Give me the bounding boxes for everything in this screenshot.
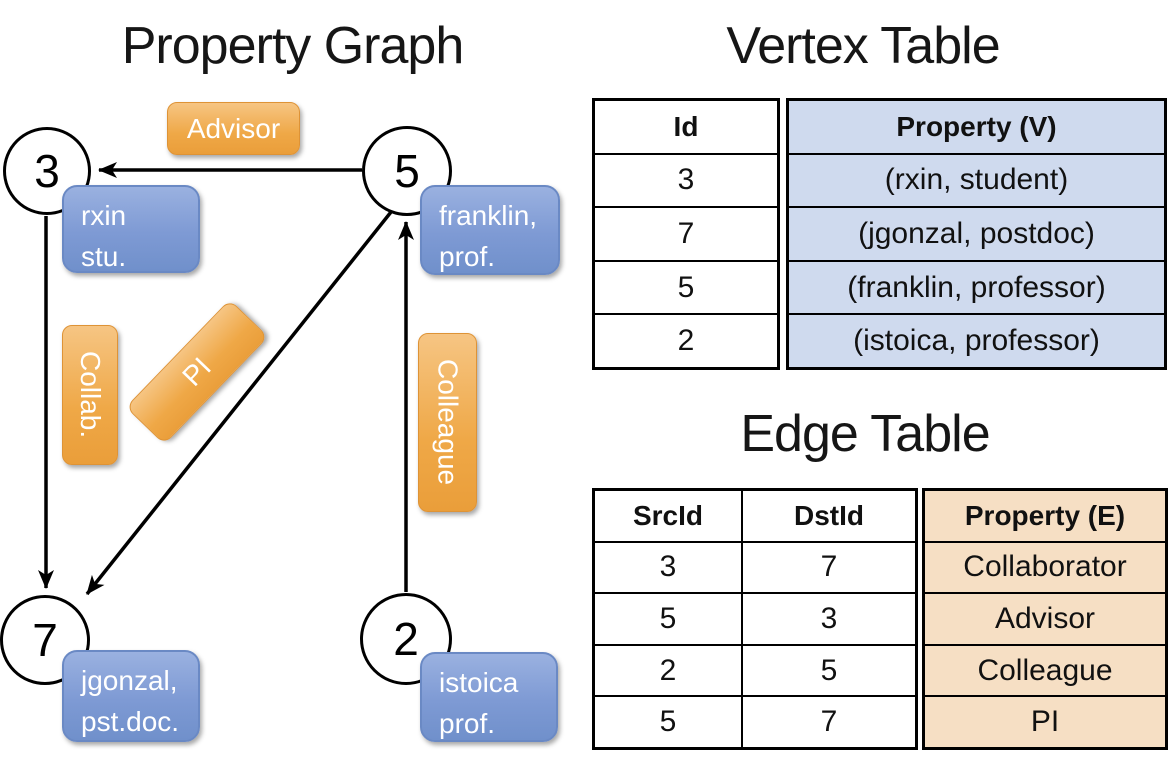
vertex-property-box-franklin: franklin, prof. xyxy=(420,185,560,275)
vertex-node-3-id: 3 xyxy=(34,145,60,197)
vertex-property-line: istoica xyxy=(439,667,519,698)
vertex-table-id-column: Id 3 7 5 2 xyxy=(592,98,780,370)
table-cell: 3 xyxy=(595,155,777,209)
table-cell: 7 xyxy=(595,208,777,262)
vertex-node-2: 2 xyxy=(360,593,452,685)
table-cell: 2 xyxy=(677,324,695,358)
table-cell: Colleague xyxy=(925,646,1165,698)
edge-table-property-column: Property (E) Collaborator Advisor Collea… xyxy=(922,488,1168,750)
table-cell: (franklin, professor) xyxy=(789,262,1164,316)
property-graph-title: Property Graph xyxy=(121,17,465,75)
edge-5-to-7 xyxy=(85,210,393,596)
table-row: 5 3 xyxy=(595,594,915,646)
edge-table-header-row: SrcId DstId xyxy=(595,491,915,543)
table-cell: 3 xyxy=(820,601,838,635)
table-row: 2 5 xyxy=(595,645,915,698)
vertex-node-2-id: 2 xyxy=(393,613,419,665)
vertex-property-line: jgonzal, xyxy=(81,665,178,696)
edge-table-dstid-header: DstId xyxy=(794,499,864,531)
vertex-table-property-column: Property (V) (rxin, student) (jgonzal, p… xyxy=(786,98,1167,370)
vertex-property-box-jgonzal: jgonzal, pst.doc. xyxy=(62,650,200,742)
graph-edges xyxy=(38,162,414,596)
vertex-table-id-header: Id xyxy=(595,101,777,155)
edge-label-colleague: Colleague xyxy=(418,333,477,512)
vertex-node-7-id: 7 xyxy=(32,614,58,666)
table-cell: 7 xyxy=(820,550,838,584)
table-cell: PI xyxy=(1030,705,1060,739)
edge-table-id-columns: SrcId DstId 3 7 5 3 2 5 5 7 xyxy=(592,488,918,750)
table-cell: (rxin, student) xyxy=(789,155,1164,209)
table-cell: 5 xyxy=(595,262,777,316)
vertex-property-line: pst.doc. xyxy=(81,706,180,737)
vertex-property-line: franklin, xyxy=(439,200,538,231)
vertex-property-box-rxin: rxin stu. xyxy=(62,185,200,273)
vertex-property-line: prof. xyxy=(439,708,496,739)
edge-table-srcid-header: SrcId xyxy=(595,491,743,541)
vertex-table-property-header: Property (V) xyxy=(789,101,1164,155)
table-cell: 5 xyxy=(820,653,838,687)
table-cell: 5 xyxy=(595,594,743,644)
table-cell: 5 xyxy=(595,697,743,747)
vertex-property-line: prof. xyxy=(439,241,496,272)
vertex-node-5: 5 xyxy=(362,126,452,216)
table-row: 3 7 xyxy=(595,542,915,595)
vertex-property-line: rxin xyxy=(81,200,127,231)
table-cell: Collaborator xyxy=(925,543,1165,595)
vertex-table-title: Vertex Table xyxy=(726,17,1000,75)
table-row: 5 7 xyxy=(595,697,915,747)
table-cell: Advisor xyxy=(925,594,1165,646)
vertex-property-box-istoica: istoica prof. xyxy=(420,652,558,742)
table-cell: 2 xyxy=(595,645,743,696)
edge-table-property-header: Property (E) xyxy=(925,491,1165,543)
edge-label-collab: Collab. xyxy=(62,325,118,465)
table-cell: 3 xyxy=(595,542,743,593)
edge-table-title: Edge Table xyxy=(740,405,990,463)
table-cell: (istoica, professor) xyxy=(853,324,1100,358)
table-cell: 7 xyxy=(820,705,838,739)
vertex-node-5-id: 5 xyxy=(394,145,420,197)
edge-label-advisor: Advisor xyxy=(167,102,300,155)
table-cell: (jgonzal, postdoc) xyxy=(789,208,1164,262)
vertex-property-line: stu. xyxy=(81,241,127,272)
